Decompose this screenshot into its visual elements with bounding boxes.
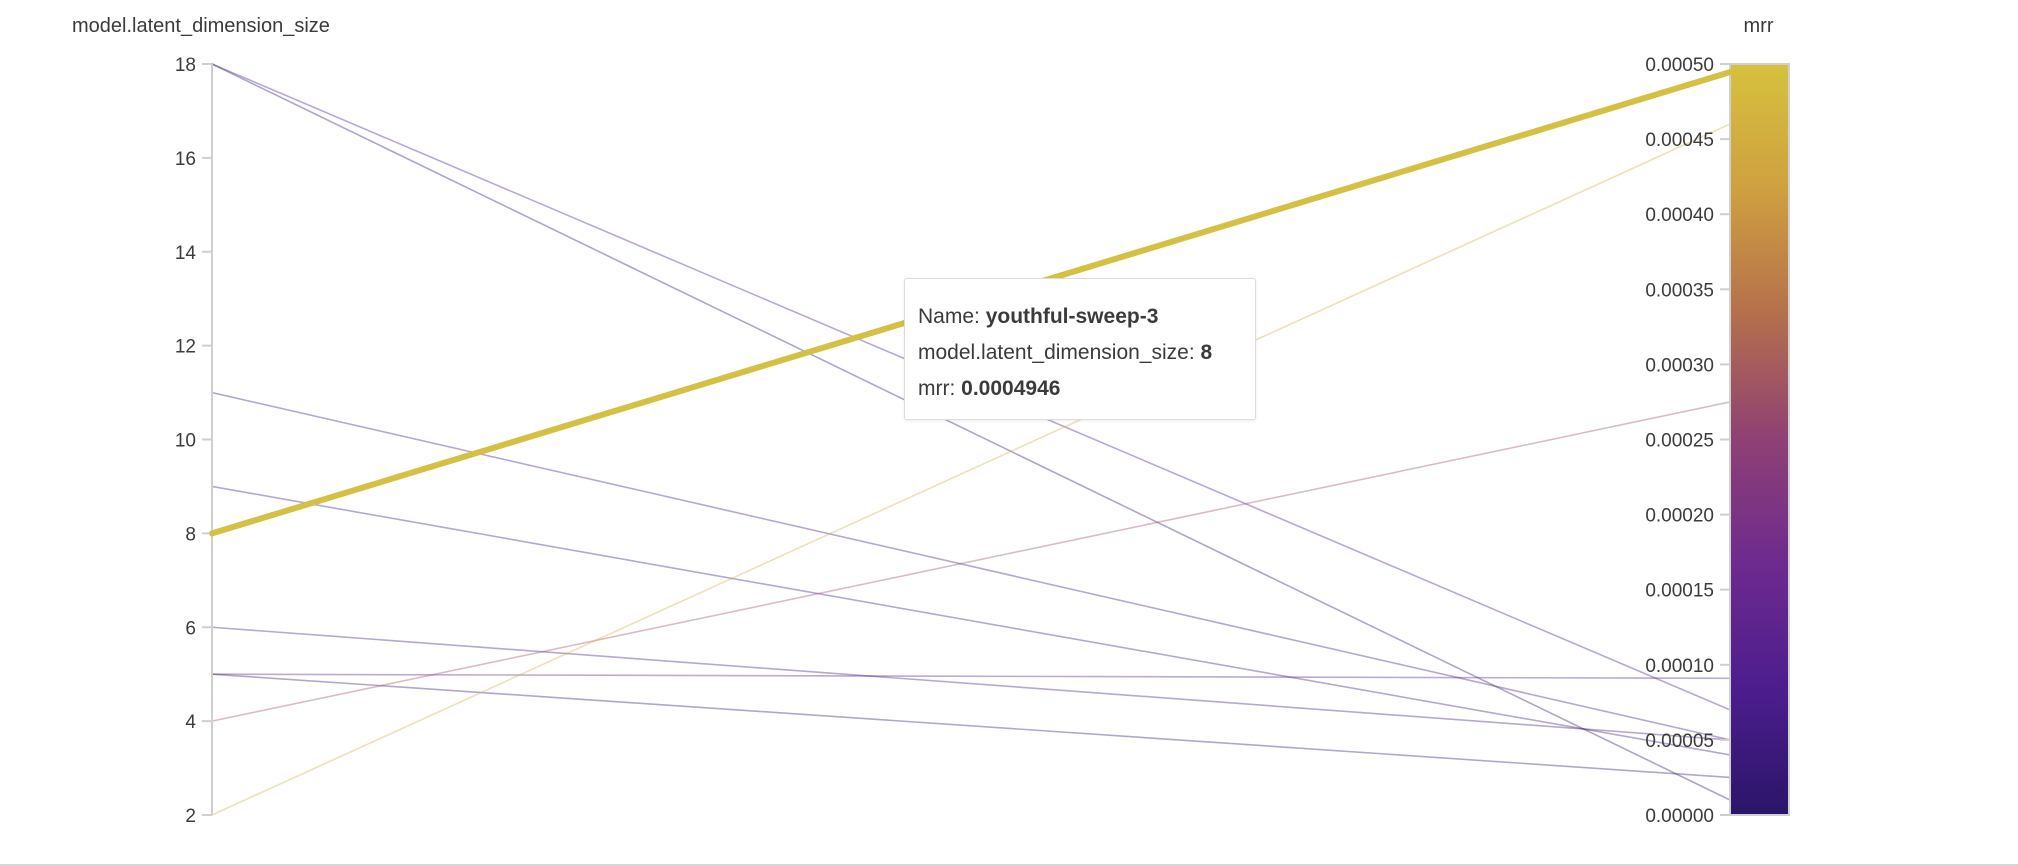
latent-tick-label: 18	[175, 55, 196, 76]
mrr-tick-label: 0.00010	[1645, 656, 1714, 677]
run-line[interactable]	[211, 673, 1731, 680]
tooltip-mrr-value: 0.0004946	[961, 377, 1061, 400]
mrr-tick-label: 0.00015	[1645, 581, 1714, 602]
tooltip-name-label: Name:	[918, 305, 980, 328]
latent-tick-label: 14	[175, 243, 197, 264]
latent-tick-label: 4	[185, 712, 196, 733]
tooltip-dimension-row: model.latent_dimension_size: 8	[918, 335, 1242, 371]
latent-tick-label: 10	[175, 431, 196, 452]
latent-tick-label: 12	[175, 337, 196, 358]
mrr-tick-label: 0.00045	[1645, 130, 1714, 151]
run-line[interactable]	[211, 63, 1731, 801]
latent-axis-title: model.latent_dimension_size	[72, 15, 330, 37]
latent-tick-label: 6	[185, 618, 196, 639]
tooltip-name-row: Name: youthful-sweep-3	[918, 299, 1242, 335]
run-line[interactable]	[211, 123, 1731, 816]
bottom-divider	[0, 864, 2018, 866]
tooltip-dimension-label: model.latent_dimension_size:	[918, 341, 1195, 364]
run-line[interactable]	[211, 391, 1731, 741]
mrr-tick-label: 0.00030	[1645, 355, 1714, 376]
mrr-tick-label: 0.00005	[1645, 731, 1714, 752]
mrr-tick-label: 0.00035	[1645, 280, 1714, 301]
run-line[interactable]	[211, 673, 1731, 779]
run-line[interactable]	[211, 485, 1731, 756]
mrr-tick-label: 0.00020	[1645, 506, 1714, 527]
mrr-tick-label: 0.00025	[1645, 431, 1714, 452]
tooltip-mrr-label: mrr:	[918, 377, 956, 400]
tooltip-name-value: youthful-sweep-3	[985, 305, 1159, 328]
mrr-colorbar	[1729, 63, 1790, 816]
latent-tick-label: 8	[185, 524, 196, 545]
mrr-tick-label: 0.00040	[1645, 205, 1714, 226]
latent-tick-label: 16	[175, 149, 196, 170]
run-line[interactable]	[211, 626, 1731, 741]
latent-tick-label: 2	[185, 806, 196, 827]
tooltip-mrr-row: mrr: 0.0004946	[918, 371, 1242, 407]
run-line[interactable]	[211, 401, 1731, 722]
tooltip-dimension-value: 8	[1200, 341, 1213, 364]
run-tooltip: Name: youthful-sweep-3 model.latent_dime…	[904, 278, 1256, 420]
mrr-tick-label: 0.00000	[1645, 806, 1714, 827]
run-lines	[211, 63, 1731, 816]
mrr-tick-label: 0.00050	[1645, 55, 1714, 76]
axes: model.latent_dimension_size 2 4 6 8 10 12 14 16 1…	[72, 15, 1790, 827]
mrr-axis-title: mrr	[1744, 15, 1774, 37]
